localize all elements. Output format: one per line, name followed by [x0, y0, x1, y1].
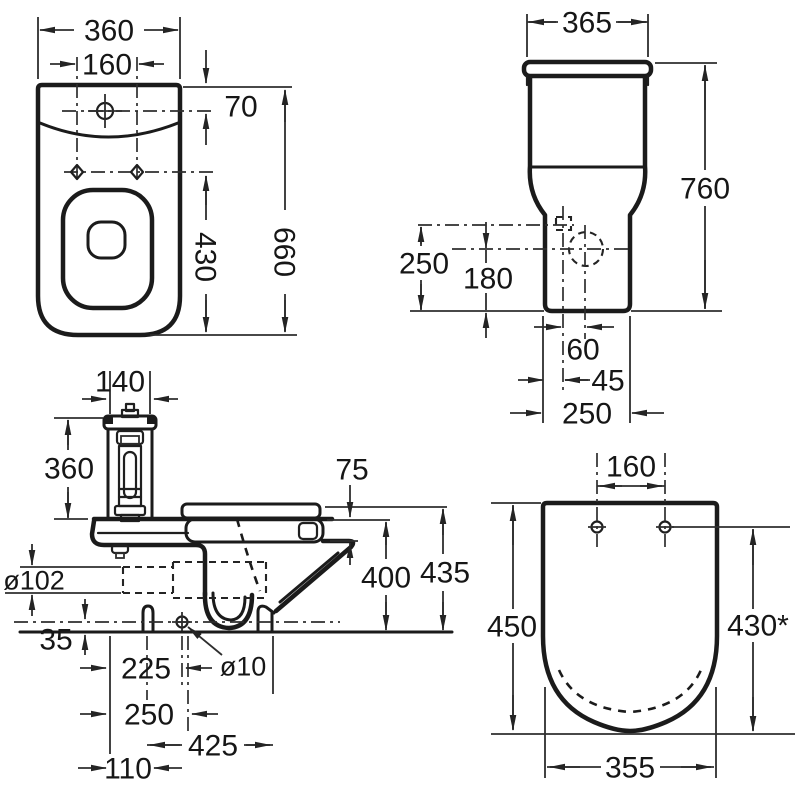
dim-rear-centre-offset: 45 — [591, 365, 624, 398]
rear-dim-arrows — [417, 18, 709, 417]
dim-side-rear-offset: 110 — [104, 753, 152, 786]
dim-side-seat-thickness: 75 — [335, 454, 368, 487]
dim-side-seat-height: 435 — [420, 557, 470, 590]
dim-plan-overall-width: 360 — [84, 15, 134, 48]
side-flush-mechanism — [113, 429, 147, 523]
plan-inlet-hole-marker — [88, 94, 122, 128]
plan-pan-outline — [35, 82, 183, 338]
seat-hinge-holes — [588, 520, 674, 534]
side-view: 140 360 ø102 35 75 400 435 225 250 ø10 4… — [3, 366, 470, 786]
dim-rear-centre-spacing: 60 — [566, 334, 599, 367]
plan-extension-lines — [37, 17, 297, 336]
seat-outline — [540, 500, 720, 734]
dim-side-fixing-height: 35 — [39, 624, 72, 657]
dim-seat-hinge-spacing: 160 — [606, 451, 656, 484]
rear-extension-lines — [410, 14, 722, 423]
dim-rear-overall-height: 760 — [680, 173, 730, 206]
seat-extension-lines — [491, 502, 795, 778]
seat-inner-dashed-edge — [557, 669, 703, 714]
label-bg — [464, 264, 511, 292]
dim-side-outlet-depth: 250 — [124, 699, 174, 732]
dim-side-fixing-hole-diameter: ø10 — [220, 651, 267, 681]
dim-side-fixing-depth: 225 — [121, 653, 171, 686]
dim-plan-hole-offset: 70 — [224, 91, 257, 124]
dim-rear-cistern-width: 365 — [562, 7, 612, 40]
plan-dim-arrows — [39, 26, 289, 333]
dim-side-pan-depth: 425 — [188, 730, 238, 763]
seat-centerlines — [596, 453, 666, 547]
dim-rear-inlet-height: 250 — [399, 248, 449, 281]
dim-seat-width: 355 — [605, 752, 655, 785]
dim-seat-length: 450 — [487, 611, 537, 644]
dim-rear-outlet-height: 180 — [463, 263, 513, 296]
dim-side-rim-height: 400 — [361, 562, 411, 595]
dim-plan-overall-depth: 660 — [268, 227, 301, 277]
dim-side-cistern-depth: 140 — [95, 366, 145, 399]
side-cistern — [102, 402, 158, 519]
dim-rear-base-width: 250 — [562, 398, 612, 431]
rear-centerlines — [418, 206, 629, 393]
dim-seat-length-effective: 430* — [727, 610, 789, 643]
seat-dim-arrows — [509, 482, 757, 771]
rear-cistern-outline — [521, 59, 654, 314]
label-bg — [103, 754, 153, 781]
plan-centerlines — [62, 57, 216, 181]
side-hidden-outlet-pipe — [121, 560, 268, 600]
side-dim-arrows — [28, 395, 447, 772]
dim-plan-hole-spacing: 160 — [82, 49, 132, 82]
side-pan-outline — [89, 502, 356, 634]
rear-view: 365 760 250 180 60 45 250 — [399, 7, 730, 431]
dim-plan-bowl-length: 430 — [189, 232, 222, 282]
seat-view: 160 450 430* 355 — [487, 451, 795, 785]
dim-side-outlet-diameter: ø102 — [3, 565, 65, 595]
plan-view: 360 160 70 430 660 — [35, 15, 301, 338]
plan-fixing-hole-markers — [69, 163, 145, 181]
dim-side-cistern-height: 360 — [44, 453, 94, 486]
